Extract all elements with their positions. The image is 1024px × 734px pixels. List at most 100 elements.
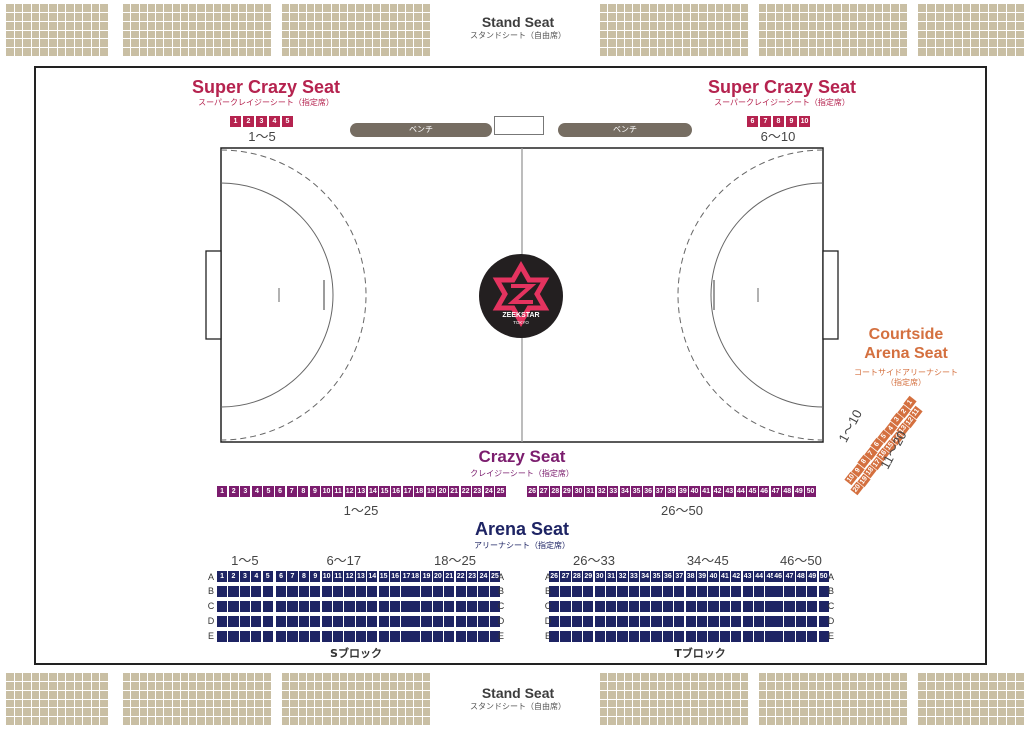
stand-seat[interactable]: [414, 39, 422, 48]
stand-seat[interactable]: [767, 30, 775, 39]
stand-seat[interactable]: [156, 708, 164, 717]
stand-seat[interactable]: [31, 690, 40, 699]
stand-seat[interactable]: [373, 39, 381, 48]
seat[interactable]: [807, 630, 818, 642]
seat[interactable]: 7: [760, 116, 771, 127]
seat[interactable]: [367, 630, 378, 642]
stand-seat[interactable]: [147, 12, 156, 21]
stand-seat[interactable]: [57, 4, 66, 12]
stand-seat[interactable]: [364, 39, 373, 48]
stand-seat[interactable]: [381, 673, 389, 681]
stand-seat[interactable]: [624, 21, 633, 30]
stand-seat[interactable]: [422, 12, 430, 21]
stand-seat[interactable]: [918, 690, 926, 699]
stand-seat[interactable]: [414, 717, 422, 725]
stand-seat[interactable]: [989, 690, 998, 699]
stand-seat[interactable]: [156, 21, 164, 30]
stand-seat[interactable]: [100, 673, 108, 681]
stand-seat[interactable]: [389, 681, 397, 690]
stand-seat[interactable]: [616, 699, 624, 708]
stand-seat[interactable]: [641, 39, 649, 48]
stand-seat[interactable]: [944, 681, 953, 690]
seat[interactable]: [628, 615, 639, 627]
stand-seat[interactable]: [255, 12, 263, 21]
stand-seat[interactable]: [156, 12, 164, 21]
seat[interactable]: [421, 615, 432, 627]
stand-seat[interactable]: [100, 699, 108, 708]
stand-seat[interactable]: [657, 39, 666, 48]
stand-seat[interactable]: [616, 4, 624, 12]
stand-seat[interactable]: [66, 4, 74, 12]
stand-seat[interactable]: [189, 699, 197, 708]
seat[interactable]: 14: [367, 571, 378, 582]
stand-seat[interactable]: [364, 681, 373, 690]
stand-seat[interactable]: [1016, 708, 1024, 717]
stand-seat[interactable]: [381, 21, 389, 30]
stand-seat[interactable]: [238, 30, 247, 39]
stand-seat[interactable]: [926, 717, 935, 725]
stand-seat[interactable]: [624, 708, 633, 717]
stand-seat[interactable]: [935, 30, 944, 39]
stand-seat[interactable]: [57, 681, 66, 690]
stand-seat[interactable]: [189, 708, 197, 717]
stand-seat[interactable]: [74, 30, 83, 39]
stand-seat[interactable]: [255, 673, 263, 681]
stand-seat[interactable]: [841, 708, 850, 717]
stand-seat[interactable]: [389, 699, 397, 708]
stand-seat[interactable]: [172, 4, 180, 12]
stand-seat[interactable]: [775, 690, 783, 699]
stand-seat[interactable]: [918, 30, 926, 39]
stand-seat[interactable]: [406, 681, 414, 690]
stand-seat[interactable]: [715, 4, 724, 12]
stand-seat[interactable]: [740, 699, 748, 708]
stand-seat[interactable]: [364, 699, 373, 708]
stand-seat[interactable]: [759, 30, 767, 39]
stand-seat[interactable]: [759, 39, 767, 48]
stand-seat[interactable]: [935, 673, 944, 681]
seat[interactable]: [378, 630, 389, 642]
stand-seat[interactable]: [657, 4, 666, 12]
stand-seat[interactable]: [944, 673, 953, 681]
stand-seat[interactable]: [600, 21, 608, 30]
stand-seat[interactable]: [666, 4, 674, 12]
stand-seat[interactable]: [724, 21, 732, 30]
stand-seat[interactable]: [164, 717, 172, 725]
stand-seat[interactable]: [40, 39, 48, 48]
stand-seat[interactable]: [918, 4, 926, 12]
stand-seat[interactable]: [600, 39, 608, 48]
stand-seat[interactable]: [214, 39, 222, 48]
stand-seat[interactable]: [348, 681, 356, 690]
stand-seat[interactable]: [214, 48, 222, 56]
stand-seat[interactable]: [230, 30, 238, 39]
stand-seat[interactable]: [180, 12, 189, 21]
stand-seat[interactable]: [298, 717, 306, 725]
stand-seat[interactable]: [816, 21, 825, 30]
stand-seat[interactable]: [205, 690, 214, 699]
stand-seat[interactable]: [381, 717, 389, 725]
stand-seat[interactable]: [715, 30, 724, 39]
stand-seat[interactable]: [616, 717, 624, 725]
stand-seat[interactable]: [6, 708, 14, 717]
seat[interactable]: [617, 600, 628, 612]
stand-seat[interactable]: [883, 673, 891, 681]
stand-seat[interactable]: [691, 681, 699, 690]
stand-seat[interactable]: [732, 681, 740, 690]
stand-seat[interactable]: [331, 690, 339, 699]
stand-seat[interactable]: [891, 708, 899, 717]
stand-seat[interactable]: [189, 4, 197, 12]
stand-seat[interactable]: [57, 699, 66, 708]
seat[interactable]: [333, 600, 344, 612]
stand-seat[interactable]: [724, 30, 732, 39]
stand-seat[interactable]: [841, 39, 850, 48]
stand-seat[interactable]: [1016, 21, 1024, 30]
stand-seat[interactable]: [255, 21, 263, 30]
seat[interactable]: 45: [765, 571, 776, 582]
stand-seat[interactable]: [214, 12, 222, 21]
stand-seat[interactable]: [40, 699, 48, 708]
stand-seat[interactable]: [833, 673, 841, 681]
stand-seat[interactable]: [205, 21, 214, 30]
stand-seat[interactable]: [205, 681, 214, 690]
stand-seat[interactable]: [131, 39, 139, 48]
seat[interactable]: 10: [799, 116, 810, 127]
stand-seat[interactable]: [306, 717, 315, 725]
